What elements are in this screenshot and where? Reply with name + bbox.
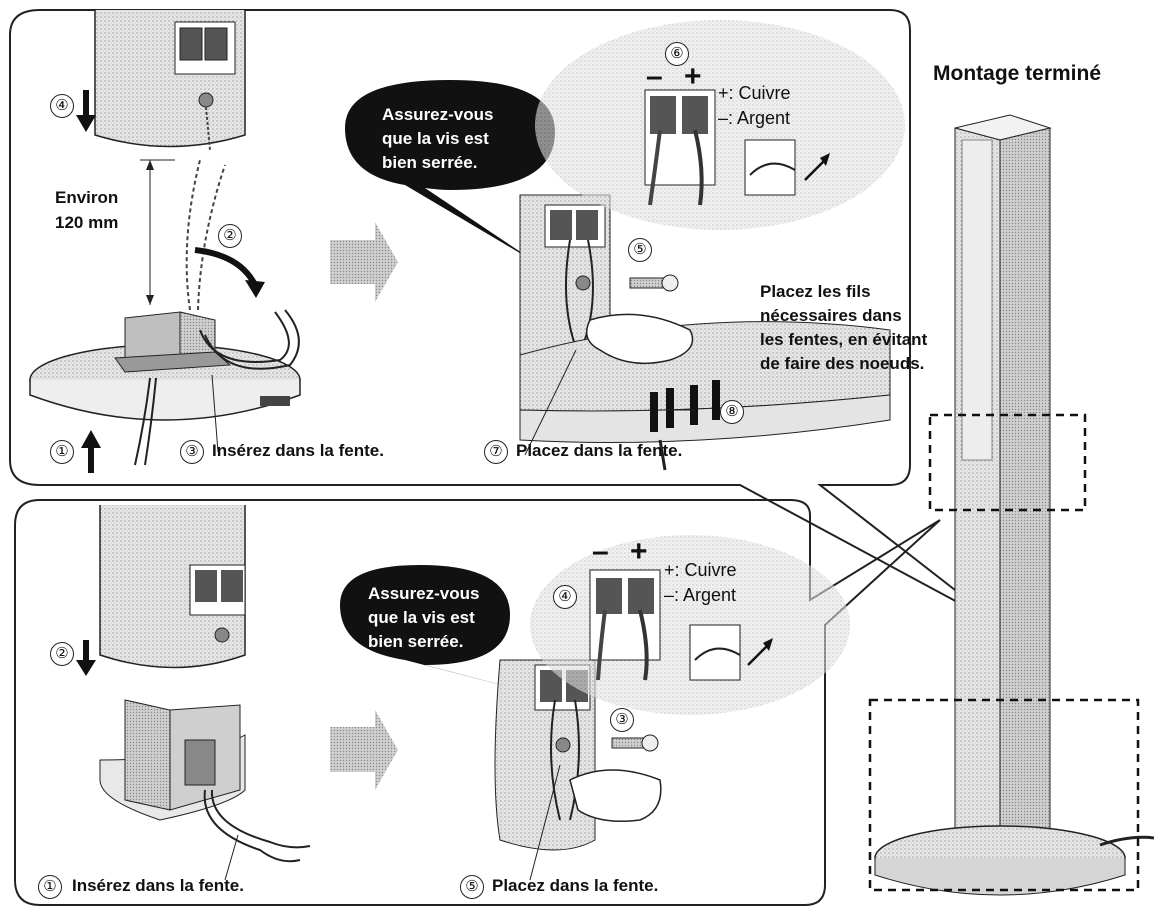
speaker-body-top — [94, 10, 246, 151]
legend-plus-bottom: +: Cuivre — [664, 560, 737, 580]
tip-bubble-top — [345, 80, 555, 265]
detail-frame-upper — [928, 413, 1087, 512]
place-slot-label-bottom: Placez dans la fente. — [492, 876, 659, 895]
finished-speaker-tower — [874, 114, 1154, 896]
step-5-marker: ⑤ — [628, 238, 652, 262]
speaker-body-bottom — [99, 505, 246, 669]
bottom-panel-frame — [14, 499, 941, 906]
speaker-terminal-assembly-top — [519, 194, 891, 471]
tip-bubble-line-3-bottom: bien serrée. — [368, 632, 464, 651]
tip-bubble-line-2-bottom: que la vis est — [368, 608, 475, 627]
legend-plus-top: +: Cuivre — [718, 83, 791, 103]
tip-bubble-line-3-top: bien serrée. — [382, 153, 478, 172]
step-1-marker-bottom: ① — [38, 875, 62, 899]
step-7-marker: ⑦ — [484, 440, 508, 464]
top-panel-frame — [9, 9, 1001, 626]
arrow-up-icon — [81, 430, 101, 473]
step-2-marker-bottom: ② — [50, 642, 74, 666]
step-3-marker: ③ — [180, 440, 204, 464]
detail-frame-lower — [868, 698, 1140, 892]
terminal-plus-sign-bottom: + — [630, 535, 648, 568]
cable-routing-note: Placez les fils nécessaires dans les fen… — [760, 282, 928, 373]
step-1-marker: ① — [50, 440, 74, 464]
step-2-marker: ② — [218, 224, 242, 248]
dimension-line — [140, 159, 175, 305]
terminal-minus-sign-bottom: – — [592, 535, 609, 568]
tip-bubble-line-1-bottom: Assurez-vous — [368, 584, 480, 603]
terminal-detail-oval-top — [535, 20, 905, 230]
tip-bubble-line-2-top: que la vis est — [382, 129, 489, 148]
legend-minus-top: –: Argent — [718, 108, 791, 128]
insert-slot-label-top: Insérez dans la fente. — [212, 441, 384, 460]
arrow-down-icon — [76, 90, 96, 132]
tip-bubble-bottom — [340, 565, 540, 695]
step-3-marker-bottom: ③ — [610, 708, 634, 732]
tip-bubble-line-1-top: Assurez-vous — [382, 105, 494, 124]
next-step-arrow-top — [330, 222, 398, 302]
distance-label-1: Environ — [55, 188, 119, 207]
cable-clip-block — [114, 311, 232, 373]
step-4-marker: ④ — [50, 94, 74, 118]
step-5-marker-bottom: ⑤ — [460, 875, 484, 899]
assembly-title: Montage terminé — [933, 62, 1102, 85]
step-8-marker: ⑧ — [720, 400, 744, 424]
arrow-down-bottom-icon — [76, 640, 96, 676]
terminal-detail-top — [644, 89, 830, 206]
distance-label-2: 120 mm — [55, 213, 119, 232]
legend-minus-bottom: –: Argent — [664, 585, 737, 605]
terminal-plus-sign-top: + — [684, 60, 702, 93]
step-4-marker-bottom: ④ — [553, 585, 577, 609]
next-step-arrow-bottom — [330, 710, 398, 790]
place-slot-label-top: Placez dans la fente. — [516, 441, 683, 460]
cable-clip-block-bottom — [99, 699, 246, 821]
step-6-marker: ⑥ — [665, 42, 689, 66]
terminal-detail-bottom — [589, 569, 773, 681]
terminal-minus-sign-top: – — [646, 60, 663, 93]
insert-slot-label-bottom: Insérez dans la fente. — [72, 876, 244, 895]
